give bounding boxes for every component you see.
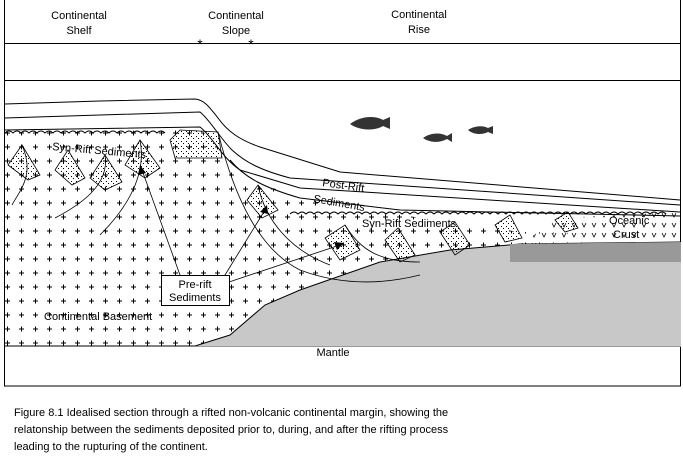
post-rift-label-1: Post-Rift <box>322 177 365 195</box>
zone-rise-label-2: Rise <box>408 24 430 36</box>
continental-basement-label: Continental Basement <box>44 311 152 323</box>
mantle <box>195 242 681 346</box>
slope-start-marker: * <box>197 36 203 52</box>
fish-icon <box>350 116 493 142</box>
zone-slope-label-1: Continental <box>208 10 264 22</box>
pre-rift-fault-blocks <box>7 129 579 263</box>
rifted-margin-diagram: * * <box>4 0 682 387</box>
figure-caption: Figure 8.1 Idealised section through a r… <box>14 405 674 456</box>
zone-shelf-label-1: Continental <box>51 10 107 22</box>
slope-end-marker: * <box>248 36 254 52</box>
syn-rift-lower-label: Syn-Rift Sediments <box>362 218 457 230</box>
lower-unconformity <box>289 211 667 215</box>
pre-rift-label-2: Sediments <box>169 292 221 304</box>
zone-rise-label-1: Continental <box>391 9 447 21</box>
pre-rift-label-box <box>161 275 230 306</box>
oceanic-crust-label-2: Crust <box>613 229 639 241</box>
diagram-frame <box>4 0 681 387</box>
zone-shelf-label-2: Shelf <box>66 25 92 37</box>
oceanic-crust-lower <box>510 242 681 262</box>
pre-rift-label-1: Pre-rift <box>179 279 212 291</box>
caption-line-2: relatonship between the sediments deposi… <box>14 424 449 436</box>
faults <box>11 131 421 283</box>
mantle-label: Mantle <box>316 347 349 359</box>
pre-rift-pointers <box>141 169 341 283</box>
zone-slope-label-2: Slope <box>222 25 250 37</box>
oceanic-crust-upper <box>520 212 681 244</box>
oceanic-crust-label-1: Oceanic <box>609 215 650 227</box>
caption-line-3: leading to the rupturing of the continen… <box>14 441 208 453</box>
caption-line-1: Figure 8.1 Idealised section through a r… <box>14 407 449 419</box>
upper-unconformity <box>4 130 166 134</box>
